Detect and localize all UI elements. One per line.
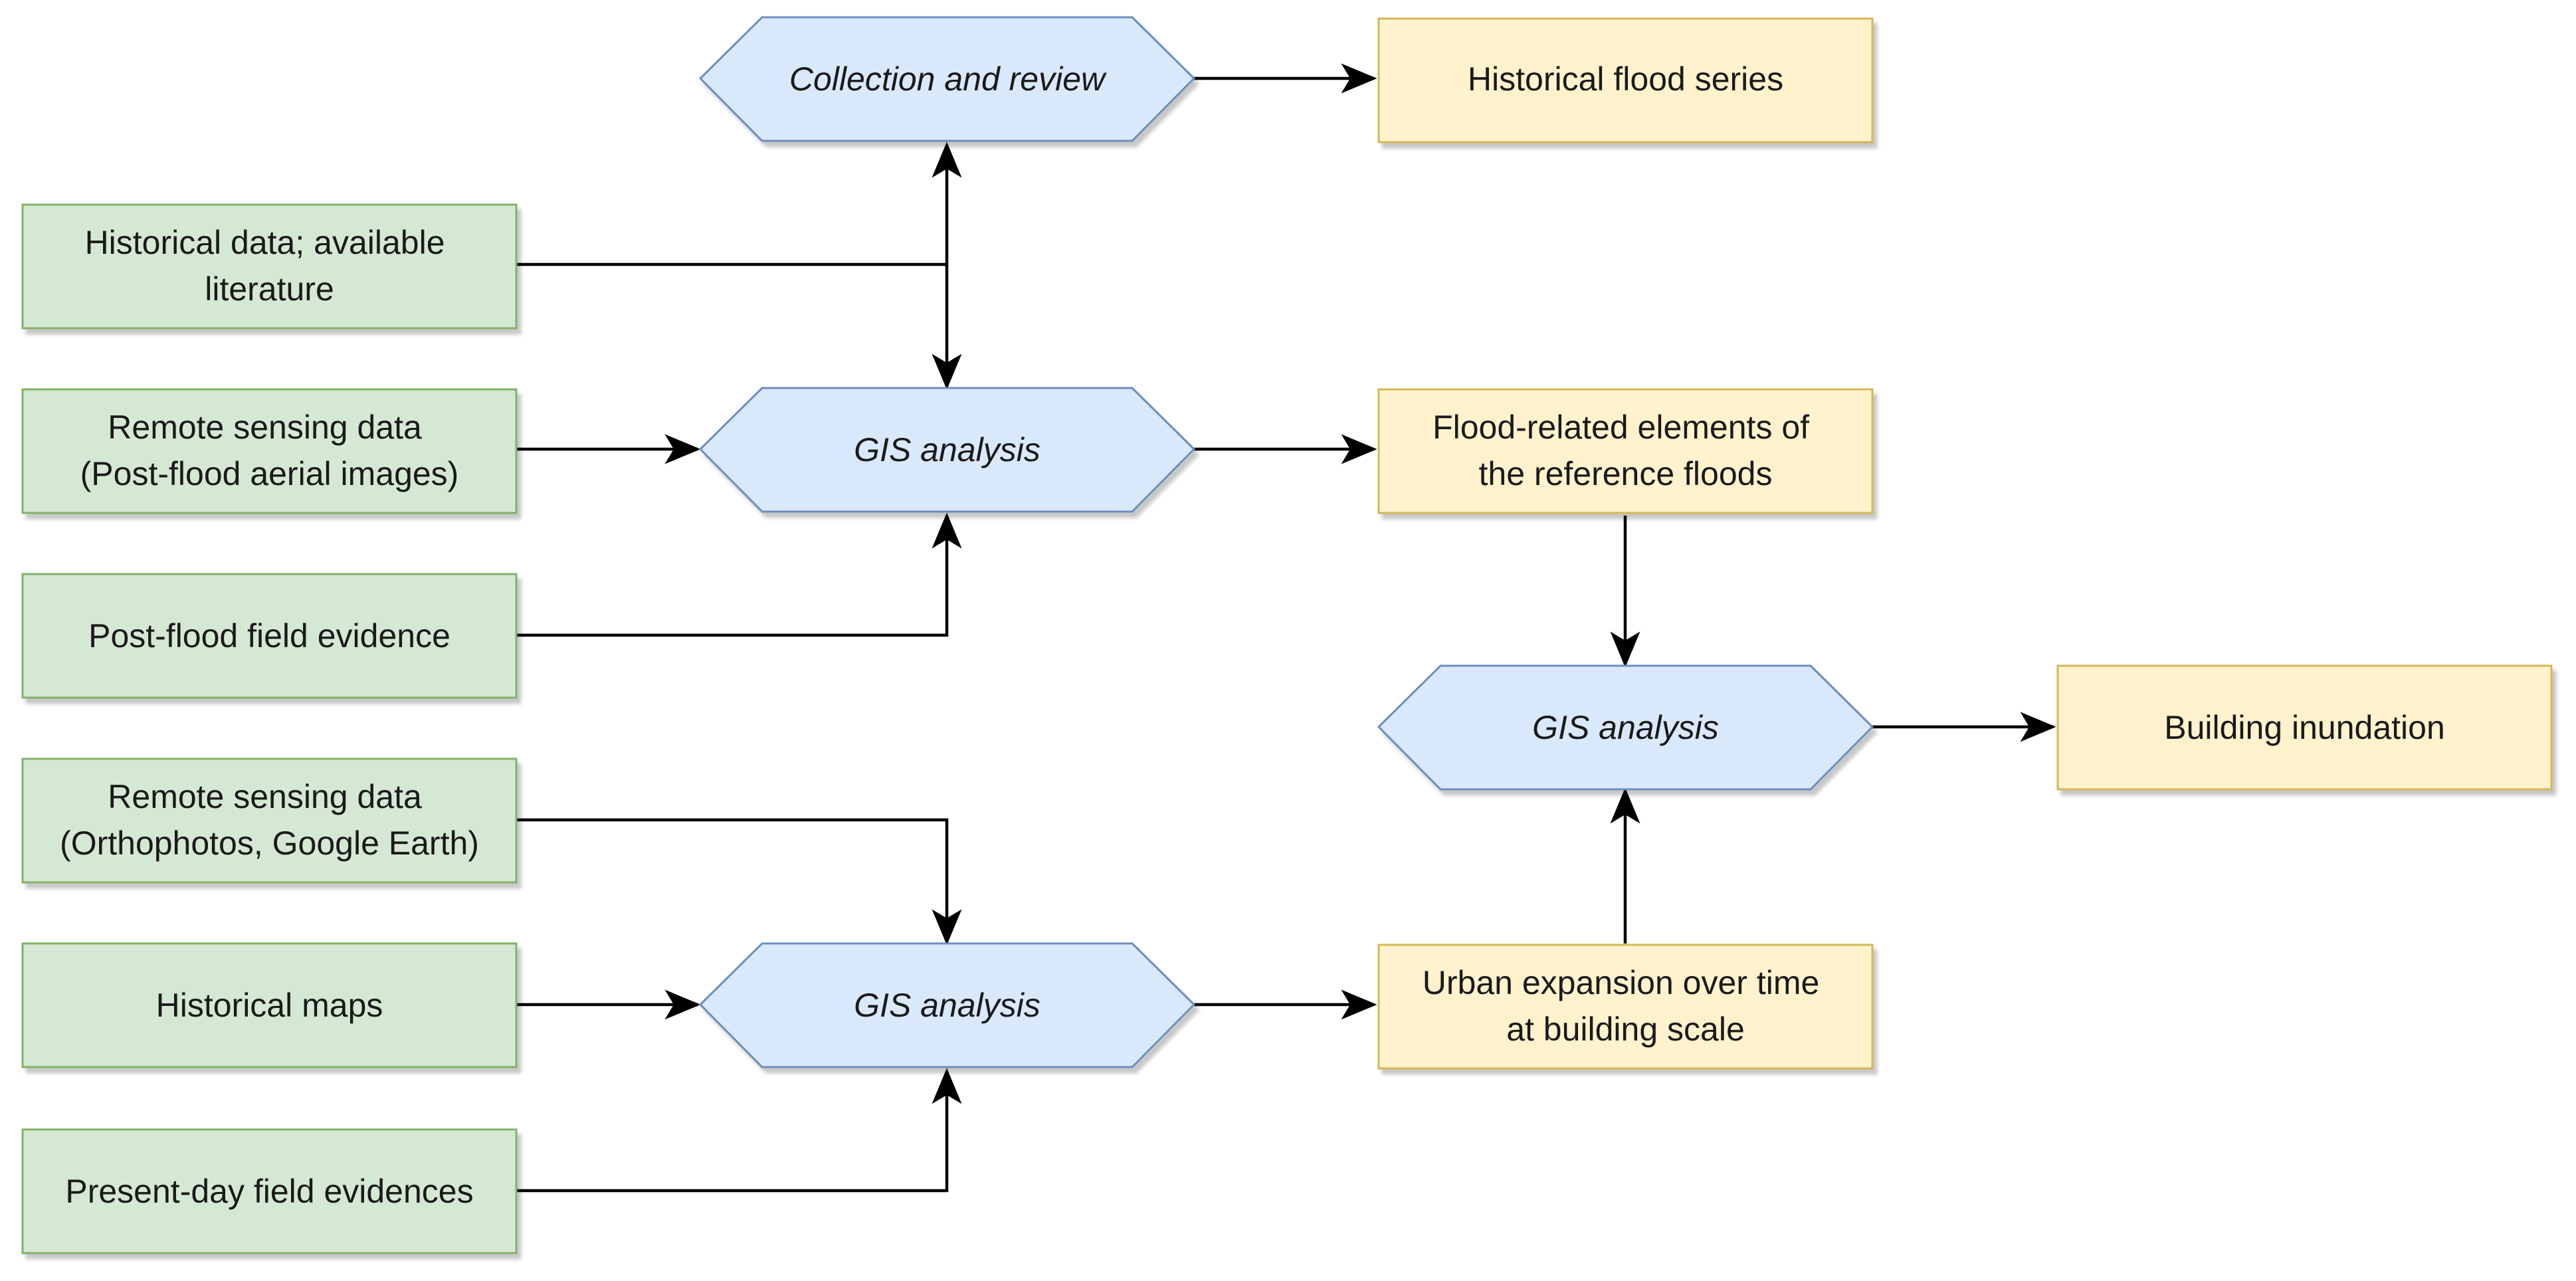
edge-remote-ortho-to-gis-2 [516, 818, 962, 945]
svg-text:Remote sensing data (Ort: Remote sensing data (Orthophotos, Google… [60, 778, 479, 862]
process-label: GIS analysis [854, 987, 1040, 1024]
connectors [516, 63, 2056, 1193]
svg-text:Post-flood field evidence: Post-flood field evidence [88, 617, 450, 654]
source-text-line: Present-day field evidences [65, 1173, 473, 1210]
svg-text:Remote sensing data (Pos: Remote sensing data (Post-flood aerial i… [80, 409, 459, 492]
source-text-line: Remote sensing data [108, 778, 422, 815]
svg-text:Building inundation: Building inundation [2164, 709, 2445, 746]
process-hexagon-gis-analysis-3: GIS analysis [1377, 664, 1874, 791]
svg-text:Historical maps: Historical maps [156, 987, 383, 1024]
process-hexagon-collection-review: Collection and review [698, 16, 1196, 142]
output-text-line: the reference floods [1479, 455, 1773, 492]
source-box-postflood-field-evidence: Post-flood field evidence [21, 573, 518, 699]
output-box-urban-expansion: Urban expansion over time at building sc… [1377, 943, 1874, 1070]
source-text-line: Historical maps [156, 987, 383, 1024]
process-hexagon-gis-analysis-1: GIS analysis [698, 387, 1196, 513]
output-text-line: Urban expansion over time [1423, 964, 1820, 1001]
output-box-historical-flood-series: Historical flood series [1377, 17, 1874, 144]
edge-present-field-to-gis-2 [516, 1068, 962, 1193]
source-box-historical-data: Historical data; available literature [21, 203, 518, 330]
process-label: GIS analysis [1532, 709, 1719, 746]
source-box-remote-sensing-postflood: Remote sensing data (Post-flood aerial i… [21, 388, 518, 514]
source-box-remote-sensing-ortho: Remote sensing data (Orthophotos, Google… [21, 757, 518, 884]
output-text-line: Flood-related elements of [1433, 409, 1809, 446]
output-text-line: Historical flood series [1468, 60, 1783, 98]
output-text-line: at building scale [1506, 1011, 1745, 1048]
source-text-line: (Orthophotos, Google Earth) [60, 825, 479, 862]
process-hexagon-gis-analysis-2: GIS analysis [698, 942, 1196, 1068]
svg-text:Urban expansion over time: Urban expansion over time at building sc… [1423, 964, 1829, 1048]
source-text-line: Post-flood field evidence [88, 617, 450, 654]
source-text-line: Historical data; available [85, 224, 445, 261]
svg-text:Flood-related elements of: Flood-related elements of the reference … [1433, 409, 1819, 492]
process-label: Collection and review [789, 60, 1107, 98]
source-text-line: (Post-flood aerial images) [80, 455, 459, 492]
svg-text:Historical data; available: Historical data; available literature [85, 224, 454, 308]
source-box-present-day-field: Present-day field evidences [21, 1128, 518, 1254]
source-text-line: literature [205, 270, 334, 308]
output-box-building-inundation: Building inundation [2056, 664, 2553, 791]
output-box-flood-related-elements: Flood-related elements of the reference … [1377, 388, 1874, 514]
process-label: GIS analysis [854, 431, 1040, 468]
edge-field-evidence-to-gis-1 [516, 512, 962, 637]
source-box-historical-maps: Historical maps [21, 942, 518, 1068]
svg-text:Historical flood series: Historical flood series [1468, 60, 1783, 98]
output-text-line: Building inundation [2164, 709, 2445, 746]
source-text-line: Remote sensing data [108, 409, 422, 446]
svg-text:Present-day field evidences: Present-day field evidences [65, 1173, 473, 1210]
